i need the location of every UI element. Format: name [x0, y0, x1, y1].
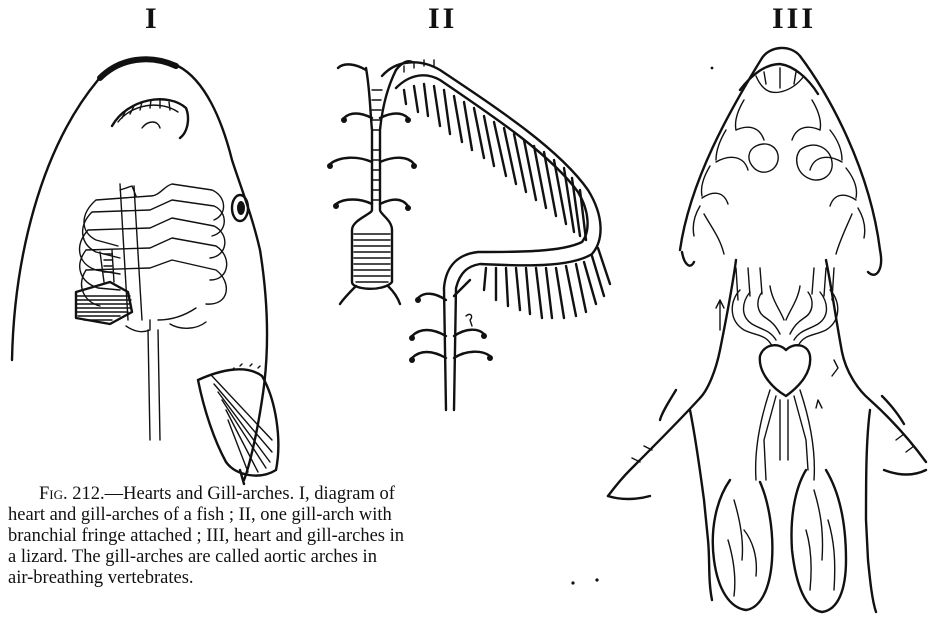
figure-number: Fig. 212.	[39, 484, 105, 504]
lizard-lungs	[713, 470, 846, 612]
figure-caption: Fig. 212.—Hearts and Gill-arches. I, dia…	[8, 484, 566, 589]
lizard-heart	[760, 345, 810, 396]
fish-pectoral-fin	[198, 364, 278, 476]
lizard-aortic-arches	[716, 268, 838, 480]
gill-arch-tube	[340, 68, 400, 304]
caption-line-3: branchial fringe attached ; III, heart a…	[8, 526, 566, 547]
caption-line-2: heart and gill-arches of a fish ; II, on…	[8, 505, 566, 526]
fish-diagram	[12, 58, 278, 484]
gill-arch-lower-branches	[409, 280, 493, 363]
lizard-jaw-scales	[693, 100, 865, 254]
lizard-body-outline	[608, 260, 736, 496]
gill-arch-diagram	[327, 60, 610, 410]
gill-filaments	[404, 84, 610, 318]
fish-heart	[76, 250, 132, 324]
caption-line-4: a lizard. The gill-arches are called aor…	[8, 547, 566, 568]
caption-line-1: —Hearts and Gill-arches. I, diagram of	[105, 484, 395, 504]
caption-line-5: air-breathing vertebrates.	[8, 568, 566, 589]
lizard-diagram	[608, 48, 926, 612]
